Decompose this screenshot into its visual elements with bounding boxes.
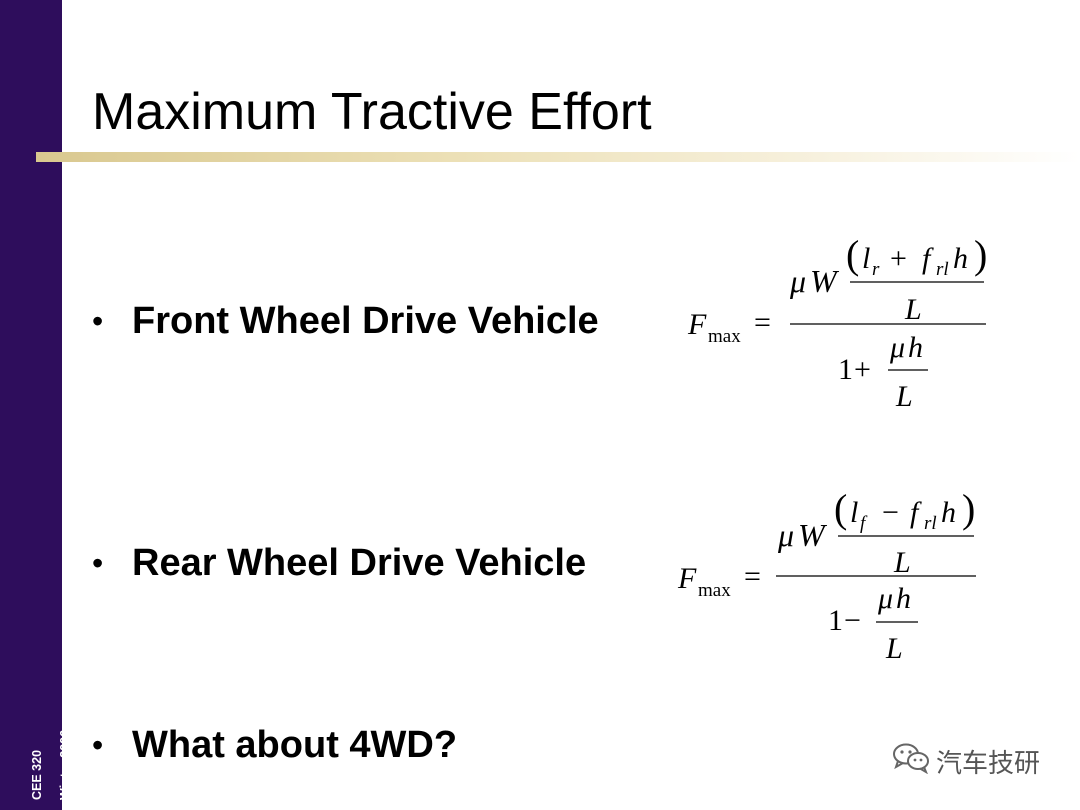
bullet-marker: • xyxy=(92,303,104,339)
watermark: 汽车技研 xyxy=(892,742,1040,781)
formula-rear-wheel-drive: F max = μ W ( l f − f rl h ) L 1 − μ h L xyxy=(660,478,990,683)
slide-title: Maximum Tractive Effort xyxy=(92,83,652,141)
formula-mu: μ xyxy=(789,263,806,299)
formula-paren-open: ( xyxy=(846,232,859,277)
watermark-text: 汽车技研 xyxy=(936,749,1041,779)
course-term: Winter 2006 xyxy=(58,729,72,800)
formula-denom-h: h xyxy=(908,331,923,364)
title-underline xyxy=(36,152,1080,162)
course-name: CEE 320 xyxy=(30,749,44,800)
formula-l: l xyxy=(850,496,858,529)
formula-L: L xyxy=(904,293,922,326)
formula-lhs-sub: max xyxy=(698,580,731,601)
formula-f: f xyxy=(922,242,934,275)
formula-lhs: F xyxy=(687,308,707,341)
formula-weight: W xyxy=(810,263,840,299)
formula-denom-mu: μ xyxy=(889,331,905,364)
formula-weight: W xyxy=(798,517,828,553)
course-label: CEE 320 Winter 2006 xyxy=(30,729,72,800)
formula-equals: = xyxy=(754,306,771,339)
formula-denom-mu: μ xyxy=(877,582,893,615)
formula-denom-operator: + xyxy=(854,353,871,386)
bullet-text: Rear Wheel Drive Vehicle xyxy=(132,542,587,584)
formula-l-sub: r xyxy=(872,259,880,280)
formula-f-sub: rl xyxy=(924,513,937,534)
wechat-icon xyxy=(892,742,930,781)
formula-one: 1 xyxy=(828,604,843,637)
formula-operator: − xyxy=(882,496,899,529)
formula-l-sub: f xyxy=(860,513,868,534)
formula-paren-close: ) xyxy=(962,486,975,531)
sidebar-band: CEE 320 Winter 2006 xyxy=(0,0,72,810)
formula-front-svg: F max = μ W ( l r + f rl h ) L 1 + μ h L xyxy=(687,232,987,413)
formula-front-wheel-drive: F max = μ W ( l r + f rl h ) L 1 + μ h L xyxy=(670,222,1000,427)
formula-one: 1 xyxy=(838,353,853,386)
bullet-rear-wheel-drive: • Rear Wheel Drive Vehicle xyxy=(92,542,586,585)
formula-denom-operator: − xyxy=(844,604,861,637)
bullet-text: What about 4WD? xyxy=(132,724,458,766)
bullet-marker: • xyxy=(92,545,104,581)
formula-denom-L: L xyxy=(885,632,903,665)
formula-rear-svg: F max = μ W ( l f − f rl h ) L 1 − μ h L xyxy=(677,486,976,665)
formula-f: f xyxy=(910,496,922,529)
bullet-front-wheel-drive: • Front Wheel Drive Vehicle xyxy=(92,300,599,343)
formula-equals: = xyxy=(744,560,761,593)
bullet-marker: • xyxy=(92,727,104,763)
formula-paren-close: ) xyxy=(974,232,987,277)
bullet-text: Front Wheel Drive Vehicle xyxy=(132,300,599,342)
formula-l: l xyxy=(862,242,870,275)
formula-h: h xyxy=(941,496,956,529)
formula-lhs-sub: max xyxy=(708,326,741,347)
formula-denom-h: h xyxy=(896,582,911,615)
formula-paren-open: ( xyxy=(834,486,847,531)
formula-L: L xyxy=(893,546,911,579)
formula-f-sub: rl xyxy=(936,259,949,280)
formula-mu: μ xyxy=(777,517,794,553)
bullet-4wd-question: • What about 4WD? xyxy=(92,724,457,767)
formula-operator: + xyxy=(890,242,907,275)
formula-denom-L: L xyxy=(895,380,913,413)
formula-lhs: F xyxy=(677,562,697,595)
formula-h: h xyxy=(953,242,968,275)
